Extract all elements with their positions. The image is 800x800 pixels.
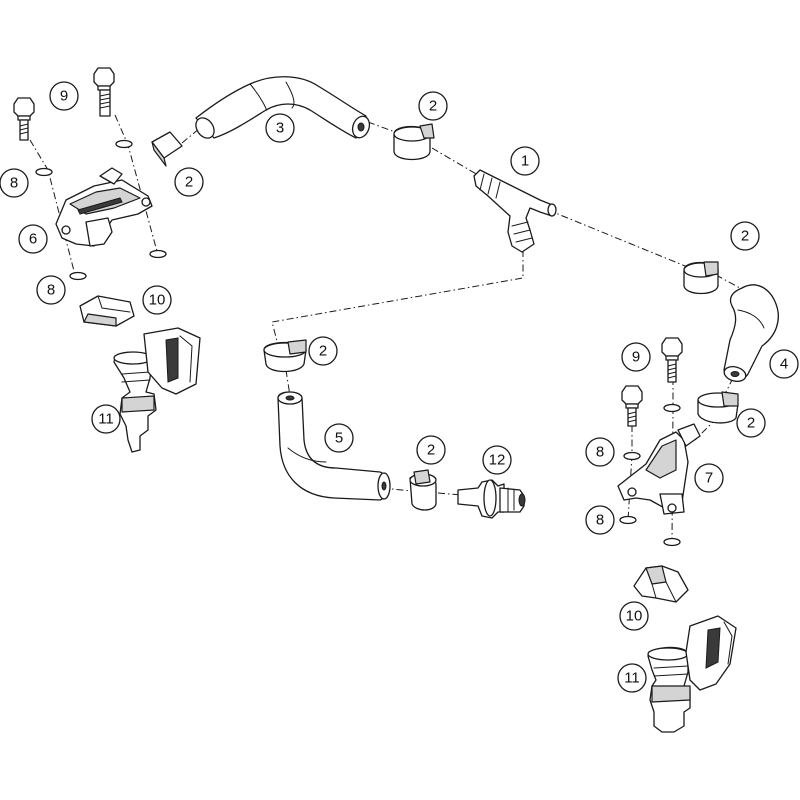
callout-7: 7 xyxy=(694,463,724,493)
callout-2-center: 2 xyxy=(308,336,338,366)
callout-5-label: 5 xyxy=(335,430,343,447)
callout-2-right-upper: 2 xyxy=(730,221,760,251)
callout-6: 6 xyxy=(18,224,48,254)
injector-11-right xyxy=(647,615,737,733)
hose-3 xyxy=(195,76,371,139)
fuel-rail-6 xyxy=(55,167,153,247)
washers xyxy=(35,139,681,547)
clamp-center xyxy=(263,339,307,373)
callout-2-label: 2 xyxy=(741,228,749,245)
callout-10-label: 10 xyxy=(626,608,643,625)
callouts: 1 2 2 2 2 2 2 3 xyxy=(0,81,799,693)
leader-clamp-to-hose4 xyxy=(715,274,741,289)
callout-9-right: 9 xyxy=(621,342,651,372)
washer-8-a xyxy=(35,167,53,177)
bolt-9-right-b xyxy=(661,337,683,383)
callout-10-label: 10 xyxy=(149,292,166,309)
callout-11-label: 11 xyxy=(624,670,640,687)
callout-1-label: 1 xyxy=(521,153,529,170)
clamp-right-upper xyxy=(683,261,719,295)
hose-4 xyxy=(723,284,779,382)
leader-clamp-to-tconnector xyxy=(431,147,479,176)
callout-2-label: 2 xyxy=(429,98,437,115)
callout-2-upper: 2 xyxy=(418,91,448,121)
callout-8-label: 8 xyxy=(596,512,604,529)
washer-8-h xyxy=(663,537,681,547)
bolt-9-left-a xyxy=(13,97,35,141)
callout-7-label: 7 xyxy=(705,470,713,487)
callout-9-label: 9 xyxy=(632,349,640,366)
washer-8-c xyxy=(69,271,87,281)
clamp-left xyxy=(151,131,183,167)
clamp-right-lower xyxy=(697,391,739,424)
callout-8-label: 8 xyxy=(47,282,55,299)
callout-6-label: 6 xyxy=(29,231,37,248)
callout-2-right-lower: 2 xyxy=(736,408,766,438)
valve-12 xyxy=(457,479,526,519)
callout-4-label: 4 xyxy=(780,356,788,373)
clip-10-right xyxy=(633,565,689,603)
callout-2-label: 2 xyxy=(747,415,755,432)
callout-8-label: 8 xyxy=(596,444,604,461)
callout-9-label: 9 xyxy=(60,88,68,105)
callout-12: 12 xyxy=(482,445,512,475)
callout-10-left: 10 xyxy=(142,285,172,315)
bolt-9-right-a xyxy=(621,385,643,427)
callout-2-label: 2 xyxy=(427,442,435,459)
callout-3: 3 xyxy=(265,113,295,143)
callout-5: 5 xyxy=(324,423,354,453)
callout-8-c: 8 xyxy=(585,437,615,467)
callout-2-left: 2 xyxy=(174,167,204,197)
callout-3-label: 3 xyxy=(276,120,284,137)
callout-11-right: 11 xyxy=(617,663,647,693)
callout-10-right: 10 xyxy=(619,601,649,631)
callout-8-d: 8 xyxy=(585,505,615,535)
washer-8-f xyxy=(663,403,681,413)
washer-8-g xyxy=(619,515,637,525)
callout-4: 4 xyxy=(769,349,799,379)
leader-clamp-to-hose5 xyxy=(285,369,291,397)
bolt-9-left-b xyxy=(93,67,115,117)
callout-1: 1 xyxy=(510,146,540,176)
callout-9-left: 9 xyxy=(49,81,79,111)
callout-2-label: 2 xyxy=(185,174,193,191)
hose-5 xyxy=(277,391,391,501)
washer-8-d xyxy=(149,249,167,259)
fuel-rail-7 xyxy=(617,423,701,515)
callout-11-label: 11 xyxy=(98,411,114,428)
clip-10-left xyxy=(79,295,135,327)
callout-11-left: 11 xyxy=(91,404,121,434)
clamp-lower-center xyxy=(409,469,437,511)
callout-12-label: 12 xyxy=(489,452,506,469)
injector-11-left xyxy=(113,327,201,453)
callout-8-a: 8 xyxy=(0,168,29,198)
callout-2-label: 2 xyxy=(319,343,327,360)
clamp-upper-center xyxy=(393,123,435,161)
leader-tconnector-down xyxy=(271,250,524,346)
leader-bolt-right-a xyxy=(627,425,633,521)
washer-8-e xyxy=(623,451,641,461)
callout-8-label: 8 xyxy=(10,175,18,192)
leader-hose3-to-clamp xyxy=(367,121,396,133)
leader-tconnector-to-clamp-right xyxy=(547,209,691,269)
washer-8-b xyxy=(115,139,133,149)
callout-2-lower-center: 2 xyxy=(416,435,446,465)
t-connector-1 xyxy=(473,169,557,253)
callout-8-b: 8 xyxy=(36,275,66,305)
